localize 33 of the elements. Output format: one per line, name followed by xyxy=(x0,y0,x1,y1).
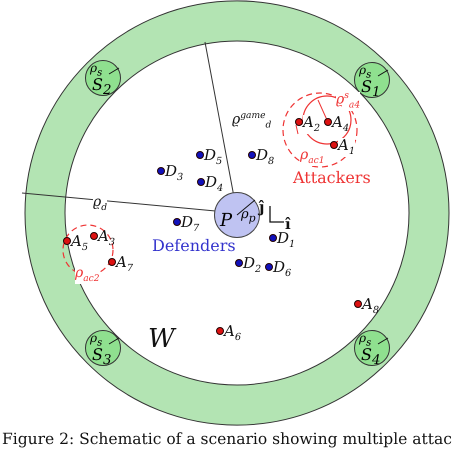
attacker-label: A$_{2}$ xyxy=(303,115,320,134)
defender-label: D$_{1}$ xyxy=(277,231,296,250)
radius-label: ρ$_{s}$ xyxy=(359,332,372,348)
defender-label: D$_{6}$ xyxy=(273,260,292,279)
group-label: Attackers xyxy=(293,170,371,186)
attacker-label: A$_{7}$ xyxy=(116,255,134,274)
axis-label: î xyxy=(285,217,291,232)
attacker-label: A$_{6}$ xyxy=(224,324,242,343)
attacker-label: A$_{1}$ xyxy=(338,138,356,157)
attacker-label: A$_{4}$ xyxy=(332,115,350,134)
radius-label: ρ$_{s}$ xyxy=(359,64,372,80)
station-label: S$_{4}$ xyxy=(361,347,380,368)
radius-label: ρ$_{s}$ xyxy=(90,332,102,348)
axis-label: ĵ xyxy=(259,200,264,215)
radius-label: ρ$_{p}$ xyxy=(241,208,256,224)
attacker-label: A$_{3}$ xyxy=(98,229,116,248)
radius-label: ρ$_{s}$ xyxy=(90,62,102,78)
attacker-label: A$_{5}$ xyxy=(71,234,88,253)
radius-label: ρ$_{ac2}$ xyxy=(75,266,100,284)
station-label: S$_{1}$ xyxy=(361,79,380,100)
defender-label: D$_{5}$ xyxy=(204,148,222,167)
group-label: Defenders xyxy=(152,238,236,254)
defender-label: D$_{2}$ xyxy=(243,256,262,275)
region-label: P xyxy=(220,212,232,230)
defender-label: D$_{4}$ xyxy=(205,175,224,194)
defender-label: D$_{7}$ xyxy=(181,215,200,234)
region-label: W xyxy=(148,326,175,352)
figure-caption: Figure 2: Schematic of a scenario showing multiple attac xyxy=(2,432,452,448)
defender-label: D$_{8}$ xyxy=(256,148,274,167)
attacker-label: A$_{8}$ xyxy=(362,297,380,316)
defender-label: D$_{3}$ xyxy=(165,164,184,183)
station-label: S$_{2}$ xyxy=(92,77,112,98)
station-label: S$_{3}$ xyxy=(92,347,112,368)
